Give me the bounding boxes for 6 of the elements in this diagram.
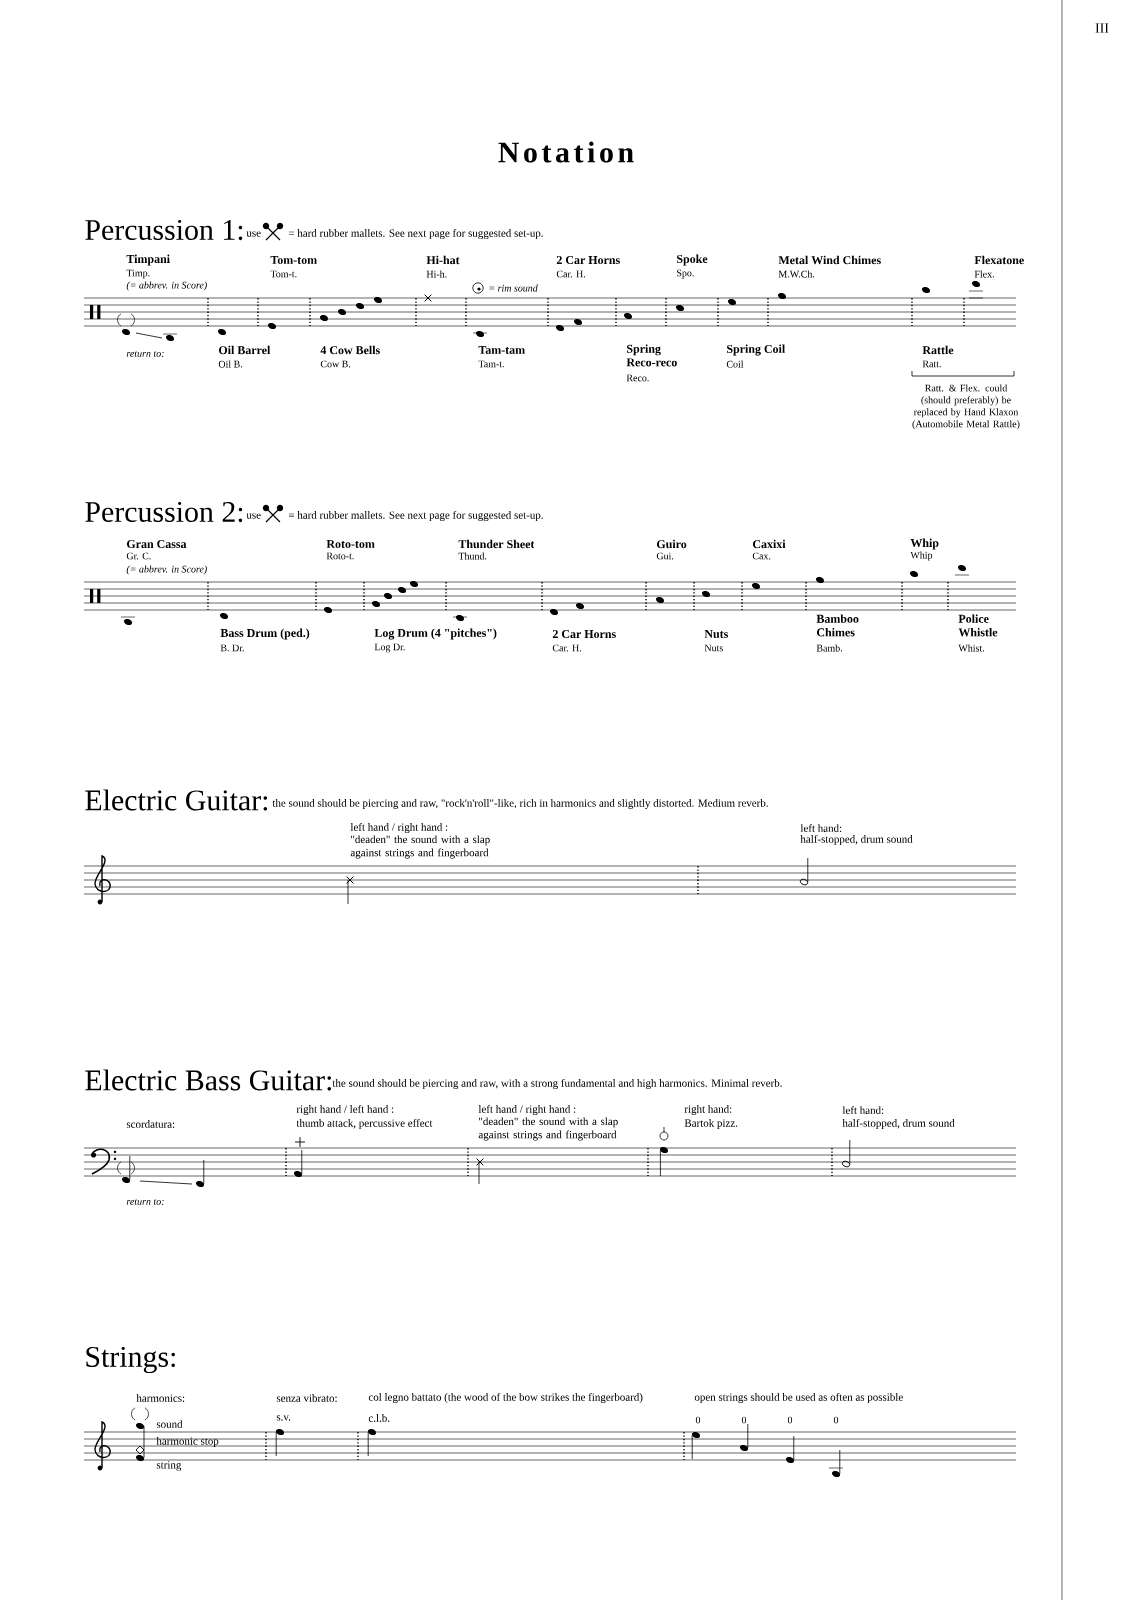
section-heading: Strings: [86,1346,175,1374]
page-title: Notation [498,141,634,163]
section-heading: Percussion 2: [85,501,243,523]
section-heading: Percussion 1: [85,219,243,241]
section-heading: Electric Guitar: [85,789,268,811]
section-heading: Electric Bass Guitar: [85,1069,331,1091]
